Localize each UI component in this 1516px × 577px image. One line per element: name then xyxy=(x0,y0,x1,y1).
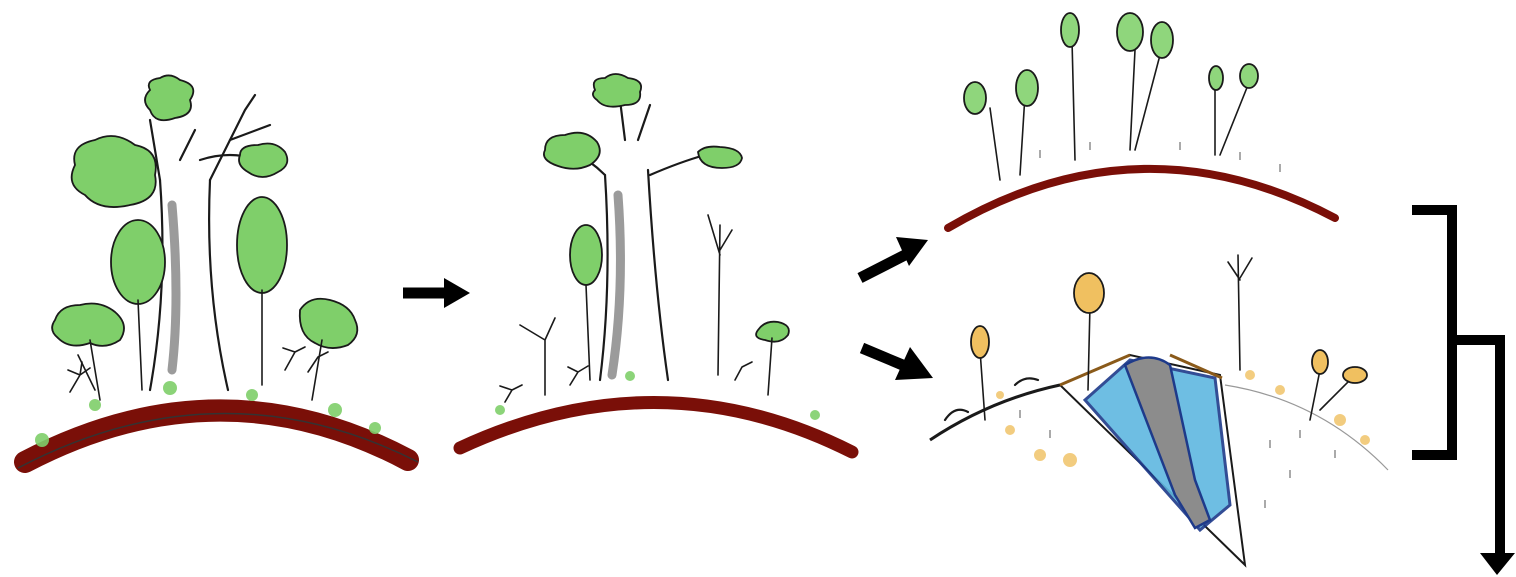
sapling-canopy xyxy=(964,82,986,114)
canopy-right xyxy=(698,147,742,168)
sapling-canopy xyxy=(1117,13,1143,51)
sapling-canopy xyxy=(1151,22,1173,58)
panel-degraded-forest xyxy=(460,74,852,452)
dry-canopy xyxy=(1343,367,1367,383)
small-tree-right xyxy=(300,299,358,348)
dry-canopy xyxy=(1312,350,1328,374)
canopy-top xyxy=(145,75,193,120)
oval-tree-right xyxy=(237,197,287,293)
soil-hill xyxy=(460,402,852,452)
panel-eroded-hillside xyxy=(930,255,1388,565)
canopy-top xyxy=(593,74,641,107)
sapling-canopy xyxy=(1061,13,1079,47)
arrow-up-right-icon xyxy=(860,237,928,278)
soil-hill xyxy=(948,169,1335,228)
large-tree-trunk xyxy=(172,205,176,370)
canopy-left xyxy=(72,136,156,207)
panel-intact-forest xyxy=(18,75,418,468)
arrow-down-icon xyxy=(1480,553,1515,575)
hill-outline xyxy=(930,385,1060,440)
oval-tree-left xyxy=(111,220,165,304)
sapling-canopy xyxy=(1240,64,1258,88)
dry-canopy xyxy=(971,326,989,358)
small-tree-left xyxy=(52,304,124,346)
oval-tree xyxy=(570,225,602,285)
canopy-left xyxy=(544,133,600,169)
sapling-canopy xyxy=(1209,66,1223,90)
dry-canopy xyxy=(1074,273,1104,313)
canopy-right xyxy=(239,144,287,177)
bracket-icon xyxy=(1412,210,1500,555)
soil-hill xyxy=(25,410,408,462)
arrow-down-right-icon xyxy=(862,347,933,380)
panel-recovering-forest xyxy=(948,13,1335,228)
arrow-right-icon xyxy=(403,278,470,308)
sapling-canopy xyxy=(1016,70,1038,106)
